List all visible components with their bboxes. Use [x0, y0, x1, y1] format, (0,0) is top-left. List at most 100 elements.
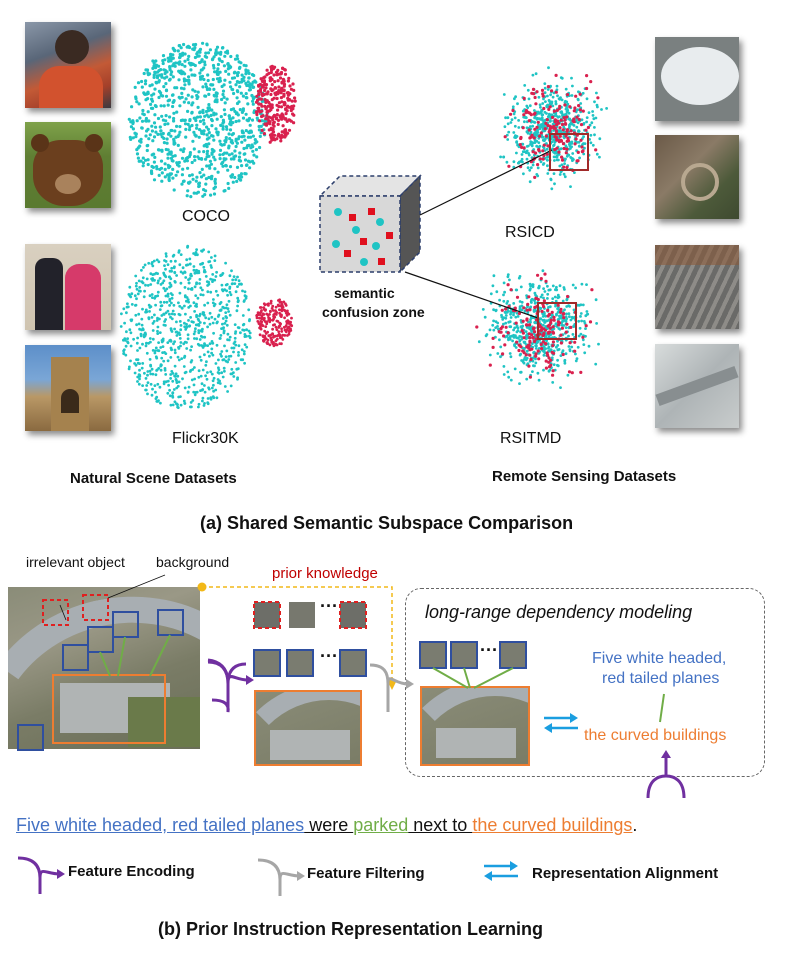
scatter-point	[195, 93, 199, 98]
scatter-point	[147, 341, 151, 345]
scatter-point	[189, 195, 193, 199]
scatter-point	[131, 120, 135, 124]
scatter-point	[279, 115, 283, 119]
scatter-point	[156, 329, 159, 333]
scatter-point	[168, 339, 172, 343]
scatter-point	[170, 266, 174, 270]
scatter-point	[551, 104, 555, 108]
scatter-point	[276, 118, 281, 122]
scatter-point	[184, 328, 188, 331]
scatter-point	[186, 57, 190, 62]
scatter-point	[174, 173, 178, 177]
scatter-point	[244, 81, 248, 86]
scatter-point	[233, 336, 237, 340]
scatter-point	[210, 351, 214, 355]
scatter-point	[241, 323, 245, 327]
scatter-point	[201, 118, 206, 122]
scatter-point	[154, 390, 157, 394]
scatter-point	[180, 182, 184, 186]
scatter-point	[186, 44, 190, 49]
scatter-point	[140, 85, 144, 89]
scatter-point	[285, 119, 289, 123]
scatter-point	[131, 136, 135, 140]
scatter-point	[215, 343, 219, 347]
scatter-point	[144, 158, 148, 162]
scatter-point	[168, 285, 172, 289]
scatter-point	[213, 254, 217, 258]
encoding-brace-up	[646, 774, 686, 799]
scatter-point	[155, 400, 159, 403]
scatter-point	[134, 135, 138, 139]
scatter-point	[133, 85, 137, 89]
scatter-point	[164, 254, 168, 258]
scatter-point	[227, 310, 231, 313]
scatter-point	[177, 95, 181, 99]
scatter-point	[256, 311, 260, 315]
scatter-point	[251, 85, 255, 89]
scatter-point	[207, 175, 211, 180]
scatter-point	[259, 102, 263, 106]
scatter-point	[155, 258, 159, 262]
scatter-point	[158, 385, 162, 389]
scatter-point	[182, 399, 186, 403]
scatter-point	[151, 372, 155, 376]
highlight-box-rsitmd	[537, 302, 577, 340]
scatter-point	[194, 253, 197, 257]
scatter-point	[153, 113, 157, 117]
scatter-point	[251, 134, 255, 138]
scatter-point	[225, 349, 229, 353]
scatter-point	[278, 298, 281, 302]
scatter-point	[173, 351, 177, 355]
scatter-point	[151, 387, 154, 391]
scatter-point	[203, 60, 207, 64]
scatter-point	[208, 159, 212, 163]
scatter-point	[265, 113, 269, 117]
scatter-point	[206, 402, 210, 406]
scatter-point	[198, 115, 202, 119]
scatter-point	[128, 294, 132, 298]
scatter-point	[276, 122, 280, 126]
scatter-point	[183, 83, 187, 87]
scatter-point	[228, 313, 232, 317]
scatter-point	[217, 358, 220, 362]
scatter-point	[198, 111, 202, 115]
scatter-point	[149, 364, 153, 368]
scatter-point	[243, 152, 247, 156]
scatter-point	[570, 94, 574, 97]
scatter-point	[144, 310, 148, 314]
scatter-point	[219, 273, 223, 277]
scatter-point	[281, 124, 285, 128]
scatter-point	[283, 72, 288, 76]
scatter-point	[284, 304, 288, 307]
scatter-point	[204, 85, 209, 89]
scatter-point	[197, 135, 201, 139]
scatter-point	[146, 162, 150, 167]
scatter-point	[252, 153, 256, 157]
scatter-point	[236, 137, 240, 141]
scatter-point	[228, 137, 232, 141]
scatter-point	[281, 113, 285, 117]
scatter-point	[245, 334, 248, 338]
scatter-point	[539, 160, 543, 164]
scatter-point	[259, 310, 263, 314]
scatter-point	[219, 123, 223, 127]
scatter-point	[186, 391, 190, 394]
scatter-point	[205, 164, 209, 168]
scatter-point	[220, 288, 224, 291]
scatter-point	[156, 70, 160, 74]
scatter-point	[189, 401, 193, 404]
scatter-point	[543, 110, 547, 114]
scatter-point	[172, 303, 176, 307]
scatter-point	[206, 344, 210, 347]
scatter-point	[258, 110, 262, 114]
scatter-point	[135, 341, 139, 345]
scatter-point	[176, 49, 180, 53]
scatter-point	[257, 106, 261, 110]
scatter-point	[153, 87, 157, 91]
scatter-point	[210, 119, 214, 123]
scatter-point	[190, 95, 194, 99]
scatter-point	[271, 304, 275, 308]
scatter-point	[593, 126, 596, 129]
scatter-point	[194, 327, 197, 331]
